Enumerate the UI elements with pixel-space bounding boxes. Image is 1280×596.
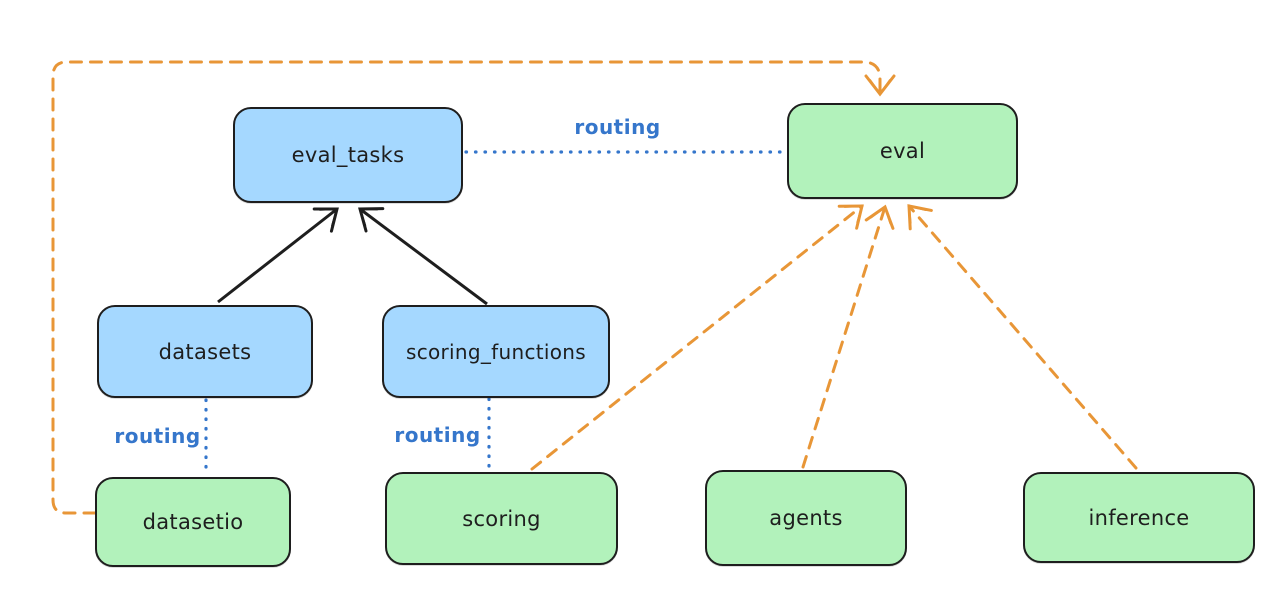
node-eval-tasks: eval_tasks (233, 107, 463, 203)
node-inference: inference (1023, 472, 1255, 563)
edge-label-routing-top: routing (574, 115, 661, 139)
edge-inference-to-eval (907, 204, 1138, 470)
node-scoring: scoring (385, 472, 618, 565)
node-datasets: datasets (97, 305, 313, 398)
edge-datasetio-to-eval (51, 60, 896, 515)
node-scoring-functions: scoring_functions (382, 305, 610, 398)
edge-agents-to-eval (801, 204, 895, 469)
node-scoring-label: scoring (462, 506, 541, 531)
node-datasets-label: datasets (158, 339, 252, 364)
node-inference-label: inference (1088, 505, 1190, 530)
edge-datasets-to-eval-tasks (217, 207, 339, 304)
node-agents: agents (705, 470, 907, 566)
node-eval: eval (787, 103, 1018, 199)
edge-label-routing-scoring: routing (394, 423, 481, 447)
edge-label-routing-datasets: routing (114, 424, 201, 448)
node-scoring-functions-label: scoring_functions (405, 339, 587, 364)
node-agents-label: agents (769, 506, 843, 530)
node-datasetio-label: datasetio (142, 510, 244, 534)
edge-scoring-to-eval (530, 204, 864, 471)
node-datasetio: datasetio (95, 477, 291, 567)
node-eval-tasks-label: eval_tasks (291, 143, 405, 167)
node-eval-label: eval (879, 139, 926, 163)
edge-scoring-functions-to-eval-tasks (358, 207, 488, 306)
